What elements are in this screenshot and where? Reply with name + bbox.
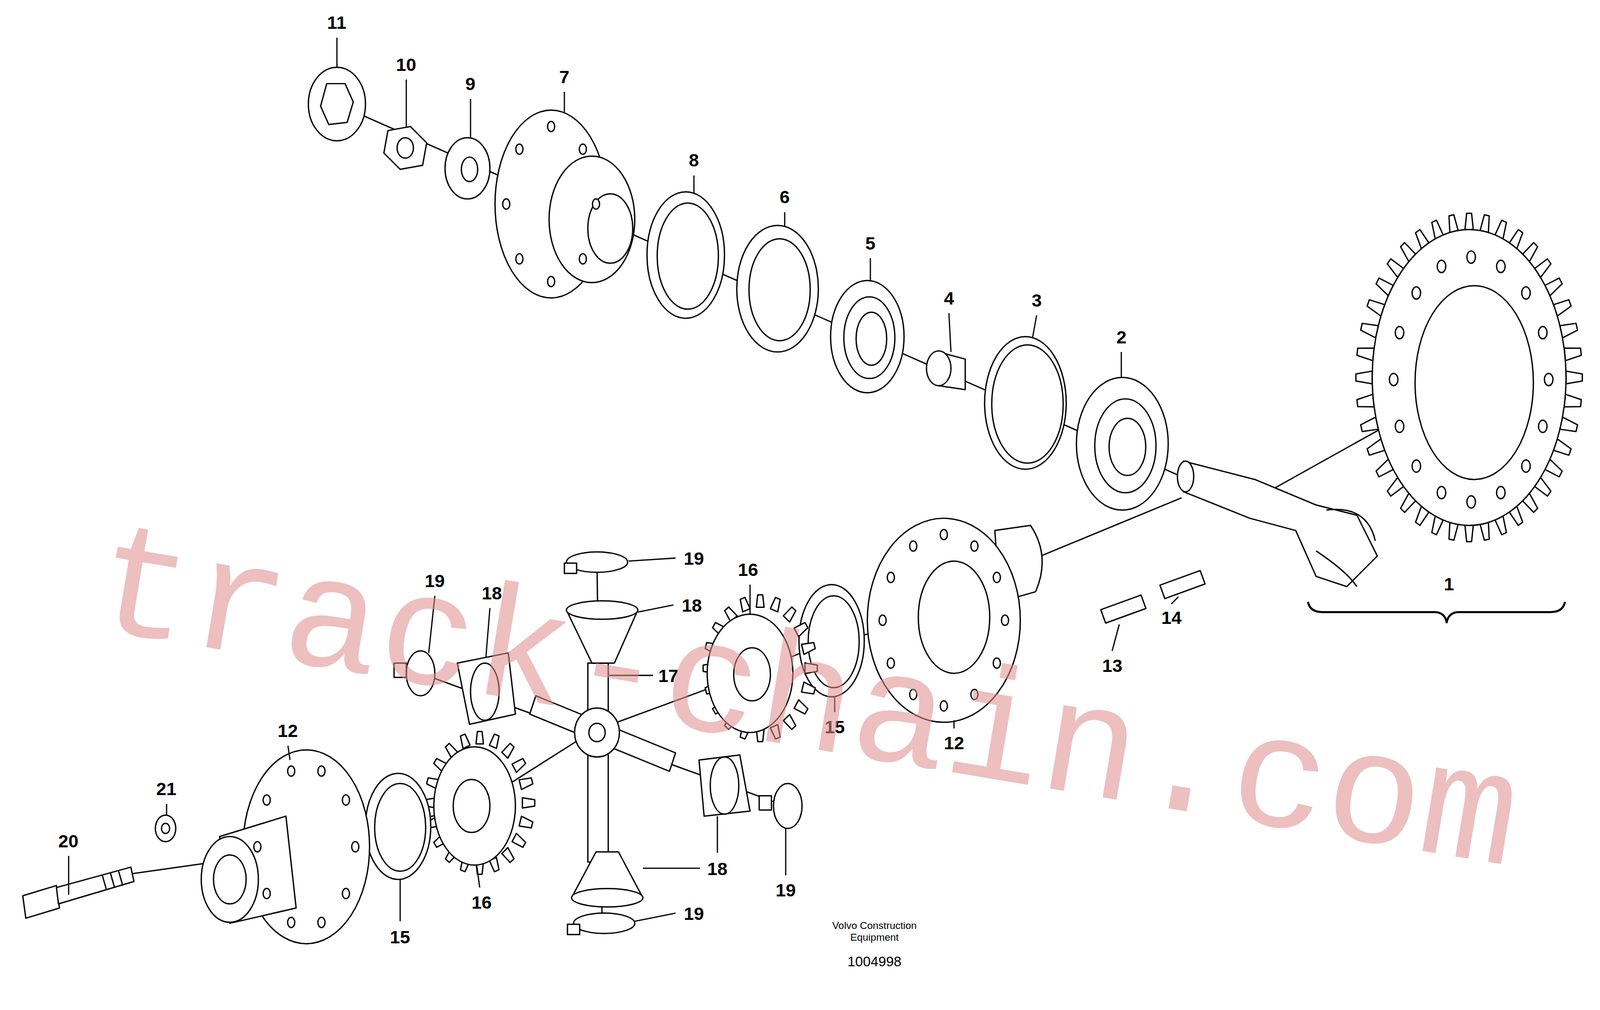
bolt-hole	[1544, 373, 1554, 386]
gear-tooth	[1465, 525, 1474, 542]
gear-tooth	[1480, 522, 1490, 541]
bolt-hole	[579, 143, 587, 155]
bolt-hole	[909, 540, 917, 551]
callout-number: 14	[1161, 606, 1182, 628]
callout-number: 11	[327, 12, 347, 34]
bolt-hole	[592, 198, 600, 209]
gear-tooth	[522, 797, 535, 808]
callout-number: 19	[684, 547, 705, 569]
bolt-hole	[940, 529, 948, 540]
callout-number: 2	[1116, 326, 1127, 348]
manufacturer-caption: Volvo Construction Equipment	[807, 920, 942, 944]
bolt-hole	[287, 917, 295, 928]
bolt-hole	[879, 615, 887, 626]
bolt-hole	[351, 841, 359, 852]
bolt-hole	[1496, 486, 1506, 499]
bolt-hole	[317, 765, 325, 776]
callout-number: 15	[389, 926, 410, 947]
bolt-hole	[1466, 251, 1476, 264]
gear-tooth	[1356, 348, 1374, 361]
bolt-hole	[342, 794, 350, 806]
bolt-hole	[342, 888, 350, 899]
callout-number: 12	[277, 720, 299, 742]
callout-number: 7	[559, 66, 570, 87]
gear-tooth	[519, 777, 534, 790]
callout-number: 19	[775, 879, 797, 900]
callout-number: 9	[465, 73, 476, 94]
callout-number: 20	[58, 830, 79, 852]
bolt-hole	[547, 121, 555, 132]
gear-tooth	[1465, 213, 1474, 230]
gear-tooth	[1564, 394, 1582, 407]
bolt-hole	[1395, 326, 1404, 339]
callout-number: 16	[471, 891, 492, 913]
gear-tooth	[511, 758, 526, 773]
callout-number: 4	[943, 287, 954, 309]
bolt-hole	[887, 572, 895, 583]
bolt-hole	[253, 841, 261, 852]
gear-tooth	[1449, 214, 1459, 233]
bolt-hole	[515, 143, 523, 155]
callout-number: 1	[1443, 573, 1454, 594]
gear-tooth	[1449, 522, 1459, 541]
bolt-hole	[1466, 495, 1476, 509]
bolt-hole	[1521, 460, 1531, 473]
bolt-hole	[1538, 420, 1548, 433]
callout-number: 21	[156, 778, 177, 800]
bolt-hole	[1389, 373, 1398, 386]
callout-number: 5	[865, 232, 876, 254]
callout-number: 8	[688, 149, 699, 171]
bolt-hole	[502, 198, 510, 209]
bolt-hole	[1001, 615, 1009, 626]
gear-tooth	[1356, 394, 1374, 407]
bolt-hole	[1521, 286, 1531, 300]
bolt-hole	[1538, 326, 1548, 339]
callout-number: 19	[684, 902, 705, 924]
bolt-hole	[993, 572, 1001, 583]
bolt-hole	[1411, 460, 1421, 473]
callout-number: 6	[779, 186, 790, 208]
bolt-hole	[1395, 420, 1404, 433]
bolt-hole	[317, 917, 325, 928]
gear-tooth	[1564, 348, 1582, 361]
bolt-hole	[970, 540, 978, 551]
gear-tooth	[1355, 371, 1373, 384]
gear-tooth	[1565, 371, 1583, 384]
bolt-hole	[579, 253, 587, 264]
callout-number: 18	[707, 857, 728, 879]
bolt-hole	[515, 253, 523, 264]
gear-tooth	[1480, 214, 1490, 233]
bolt-hole	[263, 794, 271, 806]
callout-number: 10	[396, 53, 417, 75]
bolt-hole	[1437, 486, 1446, 499]
bolt-hole	[1496, 260, 1506, 273]
callout-number: 3	[1031, 289, 1042, 311]
gear-tooth	[519, 816, 534, 828]
gear-tooth	[501, 847, 514, 863]
bolt-hole	[1411, 286, 1421, 300]
bolt-hole	[547, 276, 555, 287]
gear-tooth	[511, 833, 526, 848]
bolt-hole	[1437, 260, 1446, 273]
bolt-hole	[263, 888, 271, 899]
bolt-hole	[287, 765, 295, 776]
watermark: track-chain.com	[81, 495, 1532, 913]
callout-number: 16	[737, 558, 759, 580]
drawing-number: 1004998	[847, 952, 902, 970]
